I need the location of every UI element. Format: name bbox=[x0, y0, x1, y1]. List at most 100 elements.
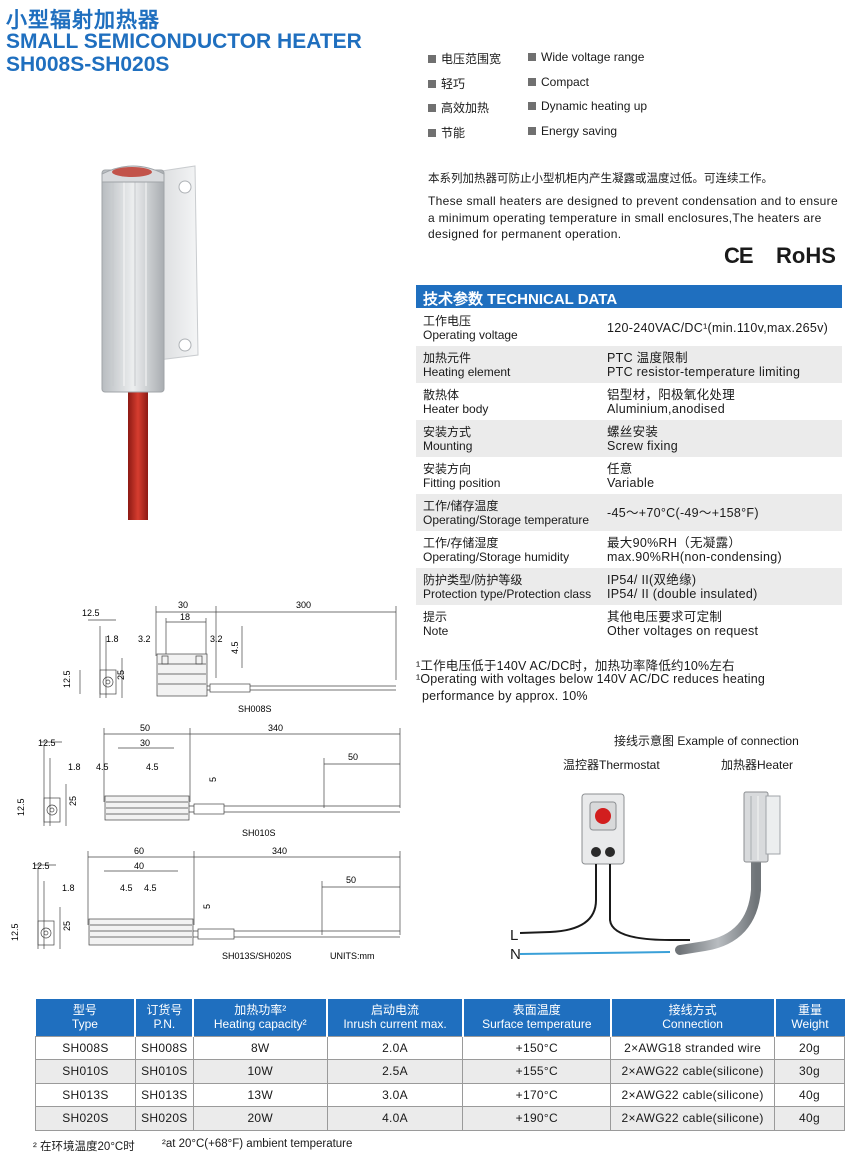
bullet-square-icon bbox=[528, 77, 536, 86]
tech-value-en: IP54/ II (double insulated) bbox=[607, 586, 758, 601]
drawing-sh008s: 30 18 300 12.5 1.8 3.2 3.2 4.5 12.5 25 S… bbox=[62, 600, 397, 714]
table-row: SH008S SH008S 8W 2.0A +150°C 2×AWG18 str… bbox=[35, 1035, 845, 1060]
line-n-label: N bbox=[510, 946, 521, 963]
title-english: SMALL SEMICONDUCTOR HEATER bbox=[6, 30, 362, 53]
cell-type: SH008S bbox=[35, 1035, 136, 1060]
thermostat-icon bbox=[581, 793, 625, 865]
dim-label: 50 bbox=[140, 723, 150, 733]
feature-cn: 节能 bbox=[441, 125, 466, 140]
dim-label: 50 bbox=[346, 875, 356, 885]
dim-label: 3.2 bbox=[138, 634, 151, 644]
tech-key-cn: 防护类型/防护等级 bbox=[423, 572, 523, 587]
dim-label: 12.5 bbox=[16, 798, 26, 816]
dim-label: 18 bbox=[180, 612, 190, 622]
dim-label: 30 bbox=[178, 600, 188, 610]
dim-label: 4.5 bbox=[96, 762, 109, 772]
tech-key-en: Operating/Storage temperature bbox=[423, 512, 590, 527]
cell-heating-capacity: 10W bbox=[192, 1059, 328, 1084]
footnote-en-line2: performance by approx. 10% bbox=[422, 689, 588, 703]
drawing-sh010s: 50 30 340 50 12.5 1.8 4.5 4.5 5 12.5 25 … bbox=[16, 723, 401, 838]
model-range: SH008S-SH020S bbox=[6, 53, 170, 76]
cell-inrush-current: 2.5A bbox=[326, 1059, 464, 1084]
dim-label: 3.2 bbox=[210, 634, 223, 644]
footnote-cn: ¹工作电压低于140V AC/DC时，加热功率降低约10%左右 bbox=[416, 659, 735, 673]
dim-label: 50 bbox=[348, 752, 358, 762]
footnote-en-line1: ¹Operating with voltages below 140V AC/D… bbox=[416, 672, 766, 686]
cell-weight: 40g bbox=[774, 1082, 845, 1107]
cell-pn: SH010S bbox=[134, 1059, 194, 1084]
tech-value: PTC 温度限制 bbox=[607, 350, 688, 365]
cell-inrush-current: 3.0A bbox=[326, 1082, 464, 1107]
tech-key-cn: 提示 bbox=[423, 609, 448, 624]
cell-pn: SH020S bbox=[134, 1106, 194, 1131]
dim-label: 4.5 bbox=[120, 883, 133, 893]
cell-heating-capacity: 13W bbox=[192, 1082, 328, 1107]
dim-label: 12.5 bbox=[82, 608, 100, 618]
tech-key-cn: 安装方向 bbox=[423, 461, 472, 476]
heater-product-photo bbox=[101, 165, 199, 520]
cell-surface-temperature: +155°C bbox=[462, 1059, 612, 1084]
tech-value-en: Variable bbox=[607, 475, 655, 490]
tech-key-cn: 加热元件 bbox=[423, 350, 472, 365]
rohs-mark: RoHS bbox=[776, 243, 836, 268]
tech-value: 其他电压要求可定制 bbox=[607, 609, 723, 624]
bullet-square-icon bbox=[528, 53, 536, 61]
dim-label: 340 bbox=[268, 723, 283, 733]
table-row: SH010S SH010S 10W 2.5A +155°C 2×AWG22 ca… bbox=[35, 1059, 845, 1084]
heater-icon bbox=[743, 791, 781, 863]
dim-label: 4.5 bbox=[230, 641, 240, 654]
dim-label: 25 bbox=[116, 670, 126, 680]
tech-key-en: Note bbox=[423, 623, 449, 638]
tech-value-en: Aluminium,anodised bbox=[607, 401, 725, 416]
drawing-name: SH008S bbox=[238, 704, 272, 714]
cell-connection: 2×AWG22 cable(silicone) bbox=[610, 1082, 775, 1107]
line-l-label: L bbox=[510, 927, 519, 944]
dim-label: 60 bbox=[134, 846, 144, 856]
cell-heating-capacity: 8W bbox=[192, 1035, 328, 1060]
tech-value: 最大90%RH（无凝露） bbox=[607, 535, 742, 550]
bullet-square-icon bbox=[528, 126, 536, 135]
tech-value: 铝型材，阳极氧化处理 bbox=[607, 387, 736, 402]
dim-label: 5 bbox=[208, 777, 218, 782]
cell-type: SH020S bbox=[35, 1106, 136, 1131]
dim-label: 1.8 bbox=[62, 883, 75, 893]
thermostat-label: 温控器Thermostat bbox=[563, 758, 660, 772]
cell-heating-capacity: 20W bbox=[192, 1106, 328, 1131]
feature-item: 高效加热 Dynamic heating up bbox=[428, 99, 728, 124]
drawing-sh013s-sh020s: 60 40 340 50 12.5 1.8 4.5 4.5 5 12.5 25 … bbox=[10, 846, 401, 961]
dim-label: 40 bbox=[134, 861, 144, 871]
tech-value: -45～+70°C(-49～+158°F) bbox=[607, 505, 759, 520]
cell-connection: 2×AWG22 cable(silicone) bbox=[610, 1106, 775, 1131]
bullet-square-icon bbox=[428, 128, 436, 137]
feature-cn: 高效加热 bbox=[441, 101, 490, 115]
bullet-square-icon bbox=[528, 102, 536, 110]
cell-connection: 2×AWG18 stranded wire bbox=[610, 1035, 775, 1060]
tech-value: 任意 bbox=[607, 461, 633, 476]
cell-weight: 40g bbox=[774, 1106, 845, 1131]
dim-label: 12.5 bbox=[10, 923, 20, 941]
tech-value: 120-240VAC/DC¹(min.110v,max.265v) bbox=[607, 320, 829, 335]
cell-weight: 20g bbox=[774, 1035, 845, 1060]
tech-value-en: PTC resistor-temperature limiting bbox=[607, 364, 801, 379]
bullet-square-icon bbox=[428, 79, 436, 88]
dim-label: 12.5 bbox=[32, 861, 50, 871]
drawing-name: SH013S/SH020S bbox=[222, 951, 292, 961]
tech-key-en: Fitting position bbox=[423, 475, 501, 490]
description-english: These small heaters are designed to prev… bbox=[428, 194, 838, 241]
bullet-square-icon bbox=[428, 104, 436, 112]
table-row: SH020S SH020S 20W 4.0A +190°C 2×AWG22 ca… bbox=[35, 1106, 845, 1131]
connection-diagram bbox=[520, 791, 781, 955]
feature-en: Compact bbox=[541, 74, 590, 89]
description-chinese: 本系列加热器可防止小型机柜内产生凝露或温度过低。可连续工作。 bbox=[428, 173, 773, 185]
tech-key-cn: 工作/存储湿度 bbox=[423, 535, 499, 550]
